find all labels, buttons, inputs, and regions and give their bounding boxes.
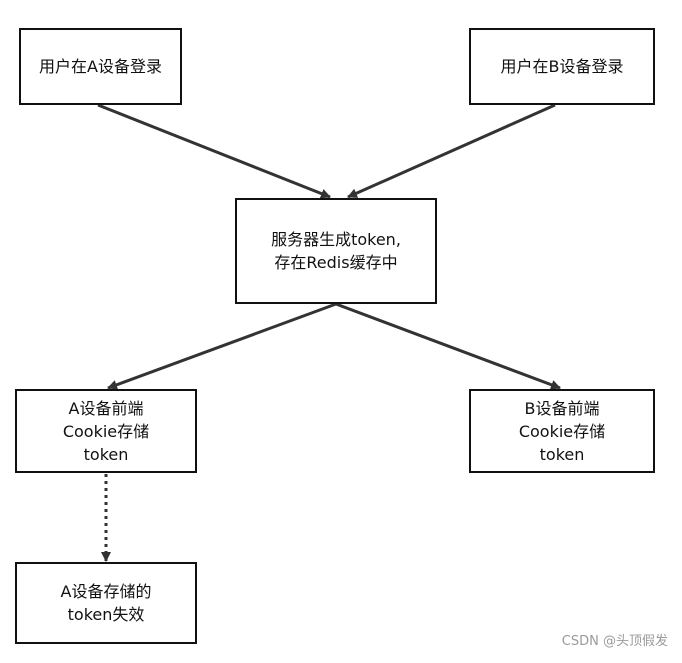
node-label-line: 用户在B设备登录 (500, 57, 624, 76)
node-label-line: token失效 (67, 605, 145, 624)
node-label-line: B设备前端 (524, 398, 600, 418)
edge-server-to-front-b (335, 302, 561, 390)
node-user-login-device-a: 用户在A设备登录 (19, 28, 182, 105)
node-label-line: token (539, 444, 585, 464)
node-device-a-frontend-cookie: A设备前端 Cookie存储 token (15, 389, 197, 473)
node-label-line: token (83, 444, 129, 464)
node-label-line: A设备前端 (68, 398, 144, 418)
node-label-line: 存在Redis缓存中 (274, 253, 398, 272)
node-label-line: 用户在A设备登录 (39, 57, 162, 76)
edge-server-to-front-a (107, 302, 337, 390)
watermark-text: CSDN @头顶假发 (561, 634, 668, 649)
node-user-login-device-b: 用户在B设备登录 (469, 28, 655, 105)
node-server-generate-token: 服务器生成token, 存在Redis缓存中 (235, 198, 437, 304)
node-label-line: Cookie存储 (518, 421, 606, 441)
node-label-line: A设备存储的 (60, 582, 152, 601)
node-label-line: Cookie存储 (62, 421, 150, 441)
edge-login-b-to-server (347, 103, 556, 199)
edge-login-a-to-server (97, 103, 331, 199)
node-device-a-token-expired: A设备存储的 token失效 (15, 562, 197, 644)
node-label-line: 服务器生成token, (271, 230, 401, 249)
node-device-b-frontend-cookie: B设备前端 Cookie存储 token (469, 389, 655, 473)
